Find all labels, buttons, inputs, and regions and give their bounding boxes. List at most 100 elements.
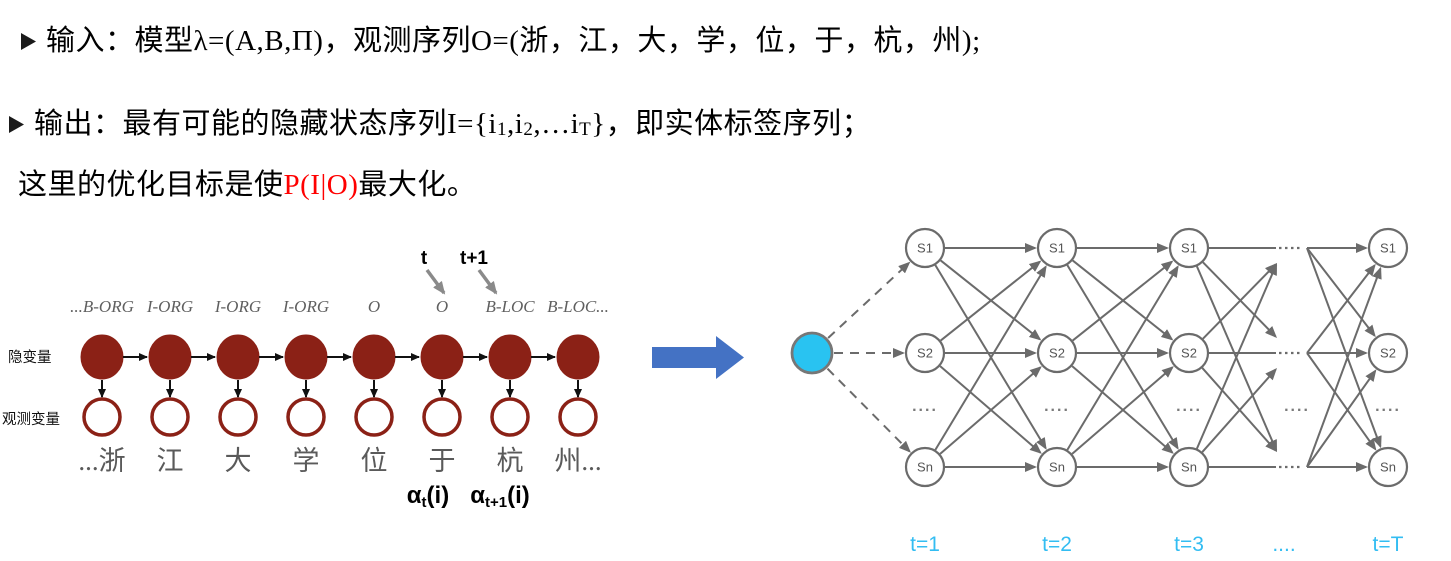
observed-node <box>354 397 394 437</box>
state-label: S2 <box>1049 346 1065 361</box>
state-node <box>904 227 946 269</box>
bullet-line-input: 输入：模型λ=(A,B,Π)，观测序列O=(浙，江，大，学，位，于，杭，州); <box>20 17 981 59</box>
subscript-2: 2 <box>523 119 534 140</box>
bullet-line-output: 输出：最有可能的隐藏状态序列I={i1,i2,…iT}，即实体标签序列； <box>8 100 871 142</box>
t-marker-arrow-icon <box>425 268 446 295</box>
state-label: Sn <box>1049 460 1065 475</box>
observed-node <box>218 397 258 437</box>
char-label: 于 <box>429 446 456 476</box>
output-line-mid1: ,i <box>507 108 524 140</box>
trellis-edge <box>1066 265 1179 451</box>
state-node <box>1367 227 1409 269</box>
char-label: 学 <box>293 446 320 476</box>
hidden-node <box>216 334 260 380</box>
state-label: S2 <box>1380 346 1396 361</box>
trellis-edge <box>1306 247 1376 338</box>
trellis-edge <box>940 260 1042 342</box>
hidden-node <box>352 334 396 380</box>
trellis-edge <box>1306 369 1377 468</box>
tag-label: ...B-ORG <box>70 297 134 316</box>
observed-row-label: 观测变量 <box>2 411 60 428</box>
input-line-text: 输入：模型λ=(A,B,Π)，观测序列O=(浙，江，大，学，位，于，杭，州); <box>46 25 981 57</box>
time-label: t=T <box>1373 533 1404 556</box>
subscript-T: T <box>579 119 592 140</box>
alpha-t1-label: αt+1(i) <box>470 482 530 511</box>
char-label: 州... <box>554 446 601 476</box>
state-node <box>1367 332 1409 374</box>
state-node <box>1168 332 1210 374</box>
state-label: Sn <box>917 460 933 475</box>
state-node <box>1367 446 1409 488</box>
dashed-init-arrow <box>827 261 911 339</box>
output-line-mid2: ,…i <box>533 108 580 140</box>
state-node <box>1036 446 1078 488</box>
state-label: S1 <box>1049 241 1065 256</box>
output-line-pre: 输出：最有可能的隐藏状态序列I={i <box>34 108 497 140</box>
dashed-init-arrow <box>826 367 911 453</box>
state-label: S1 <box>1380 241 1396 256</box>
state-node <box>1036 332 1078 374</box>
start-node <box>790 331 834 375</box>
trellis-edge <box>1306 263 1376 354</box>
state-label: S1 <box>1181 241 1197 256</box>
tag-label: B-LOC... <box>547 297 609 316</box>
time-label: t=1 <box>910 533 940 556</box>
trellis-edge <box>934 265 1047 451</box>
time-label: t=3 <box>1174 533 1204 556</box>
hidden-node <box>488 334 532 380</box>
bullet-arrow-icon <box>8 109 25 133</box>
trellis-edge <box>1306 266 1382 468</box>
column-dots: .... <box>1044 398 1070 415</box>
gap-dots: .... <box>1284 398 1310 415</box>
state-label: S2 <box>1181 346 1197 361</box>
alpha-t-label: αt(i) <box>407 482 449 511</box>
hidden-node <box>284 334 328 380</box>
hidden-node <box>80 334 124 380</box>
t-plus-marker: t+1 <box>460 248 488 269</box>
time-label: .... <box>1272 533 1295 556</box>
big-transform-arrow <box>652 336 744 379</box>
tag-label: I-ORG <box>214 297 261 316</box>
observed-node <box>150 397 190 437</box>
observed-node <box>422 397 462 437</box>
optimization-line: 这里的优化目标是使P(I|O)最大化。 <box>18 161 476 203</box>
bullet-arrow-icon <box>20 26 37 50</box>
output-line-post: }，即实体标签序列； <box>591 108 872 140</box>
optimization-post: 最大化。 <box>358 169 477 201</box>
trellis-edge <box>1202 263 1278 340</box>
time-label: t=2 <box>1042 533 1072 556</box>
state-node <box>1036 227 1078 269</box>
tag-label: I-ORG <box>282 297 329 316</box>
observed-node <box>286 397 326 437</box>
observed-node <box>558 397 598 437</box>
observed-node <box>490 397 530 437</box>
state-label: S2 <box>917 346 933 361</box>
char-label: ...浙 <box>78 446 125 476</box>
trellis-edge <box>1196 263 1278 450</box>
trellis-edge <box>1071 366 1174 455</box>
hidden-node <box>420 334 464 380</box>
trellis-edge <box>939 366 1042 455</box>
trellis-edge <box>1201 367 1277 453</box>
column-dots: .... <box>912 398 938 415</box>
hidden-node <box>148 334 192 380</box>
tag-label: B-LOC <box>485 297 535 316</box>
state-label: Sn <box>1181 460 1197 475</box>
tag-label: O <box>436 297 448 316</box>
char-label: 大 <box>225 446 252 476</box>
hidden-node <box>556 334 600 380</box>
hidden-row-label: 隐变量 <box>8 349 52 366</box>
char-label: 杭 <box>497 446 524 476</box>
state-label: Sn <box>1380 460 1396 475</box>
subscript-1: 1 <box>497 119 507 140</box>
state-node <box>1168 227 1210 269</box>
trellis-edge <box>1306 247 1382 449</box>
tag-label: I-ORG <box>146 297 193 316</box>
column-dots: .... <box>1176 398 1202 415</box>
char-label: 江 <box>157 446 184 476</box>
trellis-edge <box>1201 367 1277 453</box>
state-node <box>904 446 946 488</box>
t-plus-marker-arrow-icon <box>477 268 498 295</box>
trellis-edge <box>1202 261 1278 338</box>
